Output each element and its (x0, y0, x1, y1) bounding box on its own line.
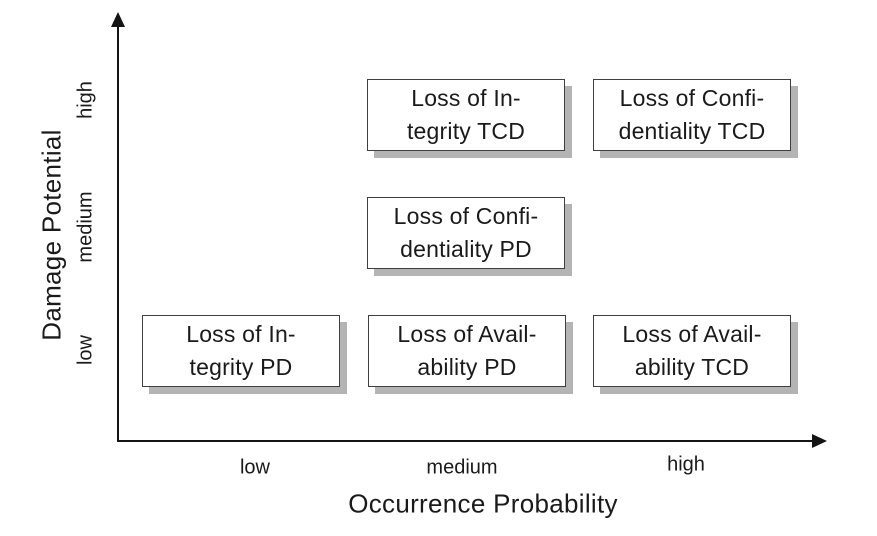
x-axis-title: Occurrence Probability (348, 488, 618, 519)
y-tick-low: low (74, 334, 97, 366)
box-text-line: dentiality PD (400, 236, 532, 262)
box-text-line: Loss of In- (186, 321, 296, 347)
y-axis-arrowhead-icon (111, 12, 125, 27)
box-text-line: tegrity TCD (406, 118, 526, 144)
y-tick-medium: medium (74, 191, 97, 263)
x-axis-line (117, 440, 815, 442)
box-text-line: Loss of Avail- (622, 321, 762, 347)
box-text-line: ability TCD (634, 354, 750, 380)
box-text-line: dentiality TCD (618, 118, 766, 144)
box-loss-of-confidentiality-pd: Loss of Confi- dentiality PD (367, 197, 565, 269)
y-axis-line (117, 24, 119, 441)
box-text-line: Loss of Confi- (393, 203, 539, 229)
y-axis-title: Damage Potential (36, 129, 67, 341)
box-loss-of-integrity-tcd: Loss of In- tegrity TCD (367, 79, 565, 151)
box-loss-of-confidentiality-tcd: Loss of Confi- dentiality TCD (593, 79, 791, 151)
box-loss-of-availability-tcd: Loss of Avail- ability TCD (593, 315, 791, 387)
y-tick-high: high (74, 81, 97, 119)
x-tick-low: low (239, 456, 271, 479)
box-text-line: Loss of Confi- (619, 85, 765, 111)
box-loss-of-availability-pd: Loss of Avail- ability PD (368, 315, 566, 387)
box-loss-of-integrity-pd: Loss of In- tegrity PD (142, 315, 340, 387)
x-tick-high: high (667, 453, 705, 476)
x-tick-medium: medium (426, 456, 498, 479)
box-text-line: Loss of In- (411, 85, 521, 111)
box-text-line: ability PD (417, 354, 517, 380)
box-text-line: Loss of Avail- (397, 321, 537, 347)
x-axis-arrowhead-icon (812, 434, 827, 448)
box-text-line: tegrity PD (189, 354, 293, 380)
